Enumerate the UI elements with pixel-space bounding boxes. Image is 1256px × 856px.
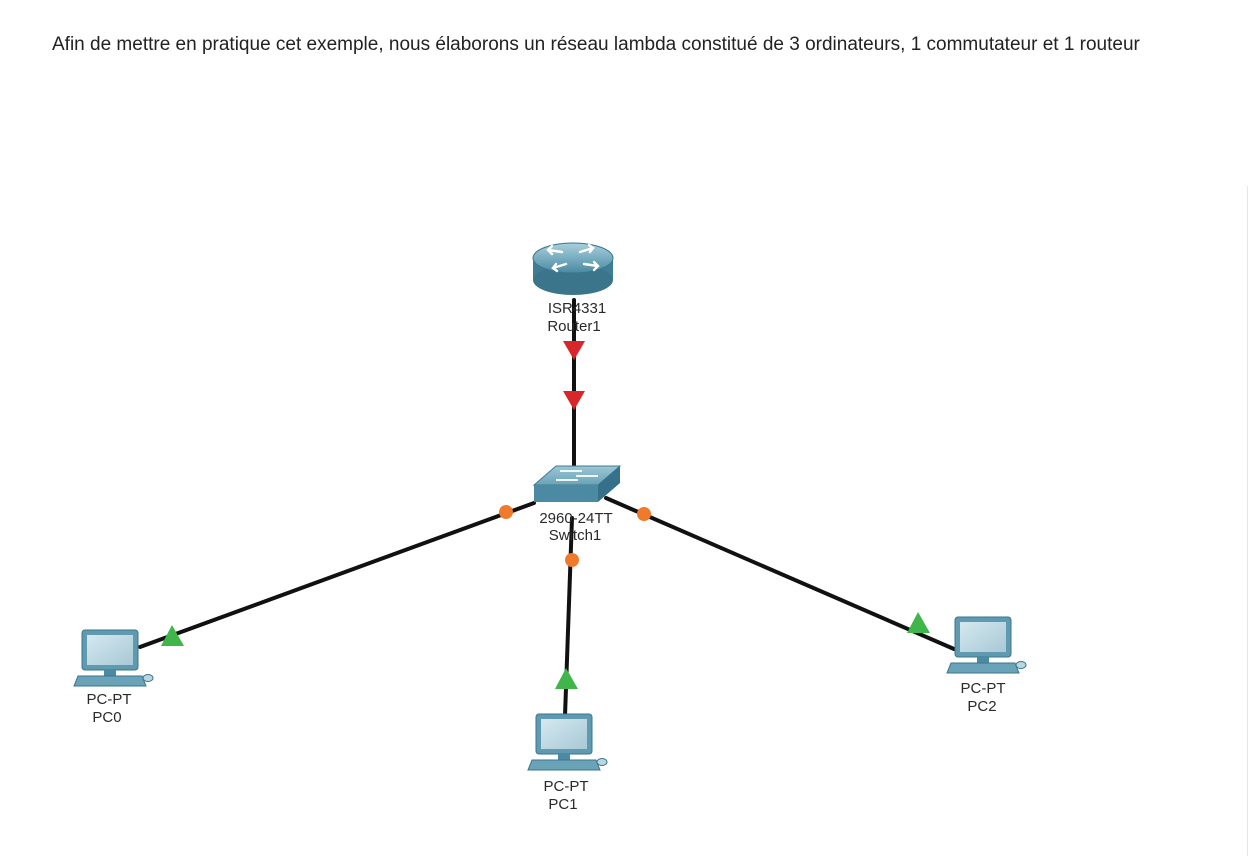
link-up-indicator [907,612,930,633]
link-status-indicators [161,341,930,689]
links [138,298,956,718]
switch-model-label: 2960-24TT [539,510,612,527]
pc0-model-label: PC-PT [87,691,132,708]
link-up-indicator [161,625,184,646]
link-down-indicator [563,341,585,360]
link-pending-indicator [499,505,513,519]
router-model-label: ISR4331 [548,300,606,317]
link-down-indicator [563,391,585,410]
intro-paragraph: Afin de mettre en pratique cet exemple, … [52,34,1140,55]
pc2-model-label: PC-PT [961,680,1006,697]
pc0-computer-icon[interactable] [73,629,154,687]
pc0-name-label: PC0 [92,709,121,726]
pc1-model-label: PC-PT [544,778,589,795]
router-icon[interactable] [532,242,614,295]
link-pending-indicator [637,507,651,521]
pc2-computer-icon[interactable] [946,616,1027,674]
link-switch-pc0[interactable] [138,501,536,649]
pc2-name-label: PC2 [967,698,996,715]
link-pending-indicator [565,553,579,567]
link-up-indicator [555,668,578,689]
link-switch-pc2[interactable] [604,496,956,651]
router-name-label: Router1 [547,318,600,335]
canvas-divider [1247,186,1248,856]
switch-name-label: Switch1 [549,527,602,544]
pc1-computer-icon[interactable] [527,713,608,771]
pc1-name-label: PC1 [548,796,577,813]
switch-icon[interactable] [532,465,622,502]
